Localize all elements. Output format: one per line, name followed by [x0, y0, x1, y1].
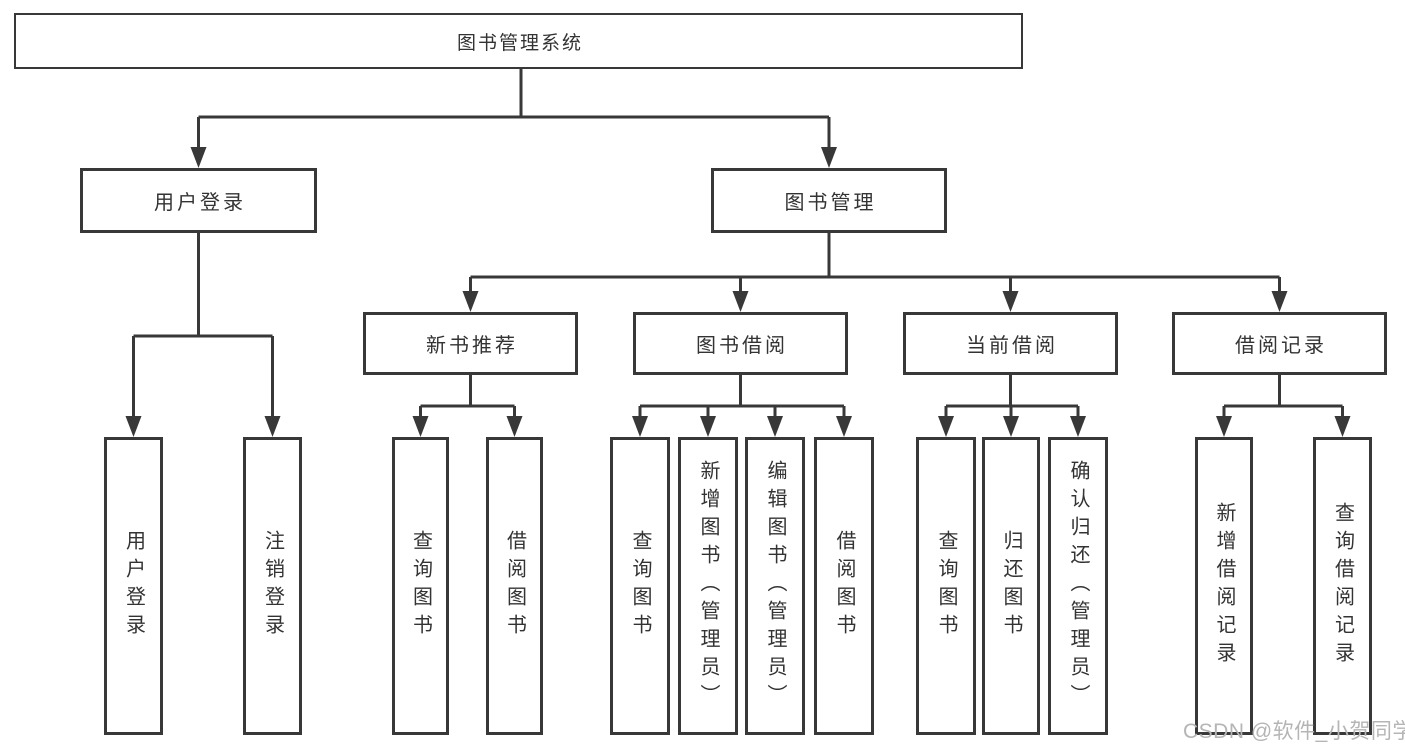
- node-nbr-query: 查询图书: [392, 437, 449, 735]
- node-borrow-records: 借阅记录: [1172, 312, 1387, 375]
- node-bb-query: 查询图书: [610, 437, 670, 735]
- node-nbr-borrow: 借阅图书: [486, 437, 543, 735]
- watermark-text: CSDN @软件_小贺同学: [1183, 720, 1405, 743]
- node-br-add: 新增借阅记录: [1195, 437, 1253, 735]
- node-bb-borrow: 借阅图书: [814, 437, 874, 735]
- node-book-borrow: 图书借阅: [633, 312, 848, 375]
- node-leaf-logout: 注销登录: [243, 437, 302, 735]
- node-cb-confirm: 确认归还（管理员）: [1048, 437, 1108, 735]
- node-leaf-user-login: 用户登录: [104, 437, 163, 735]
- node-root: 图书管理系统: [14, 13, 1023, 69]
- node-book-mgmt: 图书管理: [711, 168, 947, 233]
- node-current-borrow: 当前借阅: [903, 312, 1118, 375]
- node-bb-edit: 编辑图书（管理员）: [745, 437, 805, 735]
- node-user-login: 用户登录: [80, 168, 317, 233]
- node-br-query: 查询借阅记录: [1313, 437, 1372, 735]
- node-cb-return: 归还图书: [982, 437, 1040, 735]
- node-new-book-rec: 新书推荐: [363, 312, 578, 375]
- node-bb-add: 新增图书（管理员）: [678, 437, 738, 735]
- node-cb-query: 查询图书: [916, 437, 976, 735]
